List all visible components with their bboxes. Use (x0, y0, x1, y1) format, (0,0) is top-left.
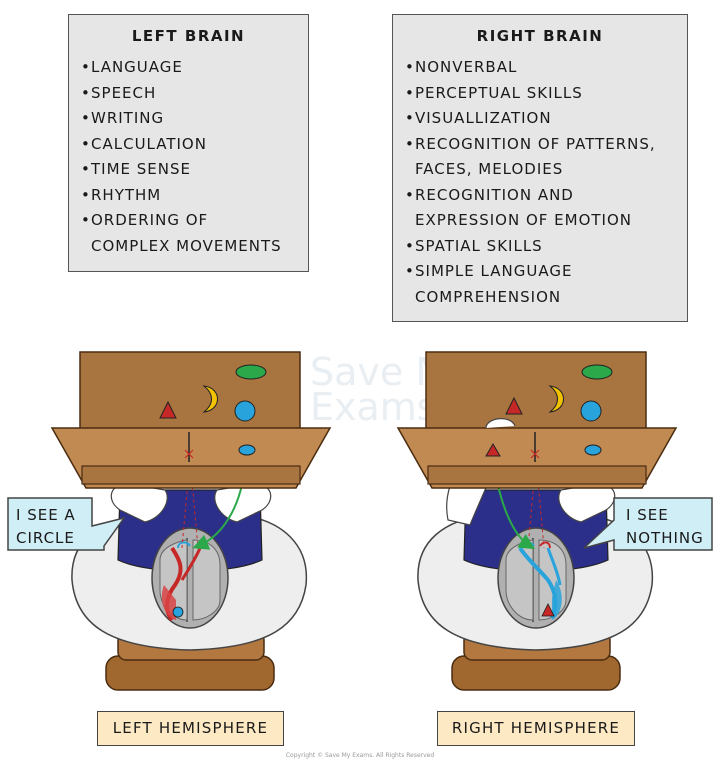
left-brain-title: LEFT BRAIN (131, 27, 246, 45)
right-hand (214, 483, 272, 523)
right-bubble-line2: NOTHING (626, 529, 704, 547)
right-screen-board (425, 351, 647, 433)
left-hemisphere-label: LEFT HEMISPHERE (97, 711, 284, 746)
brain-triangle-icon (541, 603, 555, 617)
list-item: SPATIAL SKILLS (405, 234, 687, 260)
list-item: LANGUAGE (81, 55, 308, 81)
list-item: VISUALLIZATION (405, 106, 687, 132)
list-item: RECOGNITION OF PATTERNS, (405, 132, 687, 158)
list-item: SIMPLE LANGUAGE (405, 259, 687, 285)
left-hand (110, 483, 168, 523)
moon-shape (202, 385, 218, 413)
left-bubble-line1: I SEE A (16, 506, 76, 524)
table-triangle-shape (485, 443, 501, 457)
list-item: ORDERING OF (81, 208, 308, 234)
list-item: SPEECH (81, 81, 308, 107)
list-item-continued: COMPREHENSION (415, 287, 562, 306)
right-brain-title: RIGHT BRAIN (476, 27, 604, 45)
list-item: RECOGNITION AND (405, 183, 687, 209)
list-item-continued: FACES, MELODIES (415, 160, 564, 178)
blue-circle-shape (234, 400, 256, 422)
split-brain-illustration: Save My Exams (7, 350, 713, 691)
left-speech-bubble: I SEE A CIRCLE (7, 497, 126, 551)
moon-shape (548, 385, 564, 413)
right-scene (396, 351, 678, 691)
list-item: NONVERBAL (405, 55, 687, 81)
list-item: WRITING (81, 106, 308, 132)
brain-circle-icon (172, 606, 184, 618)
svg-text:Exams: Exams (310, 385, 437, 429)
triangle-shape (505, 396, 523, 415)
green-oval-shape (581, 364, 613, 380)
left-chair (105, 655, 275, 691)
left-brain-panel: LEFT BRAIN LANGUAGE SPEECH WRITING CALCU… (68, 14, 309, 272)
table-circle-shape (584, 444, 602, 456)
right-hemisphere-label: RIGHT HEMISPHERE (437, 711, 635, 746)
list-item: PERCEPTUAL SKILLS (405, 81, 687, 107)
right-speech-bubble: I SEE NOTHING (583, 497, 713, 551)
green-oval-shape (235, 364, 267, 380)
list-item-continued: COMPLEX MOVEMENTS (91, 236, 282, 255)
right-chair (451, 655, 621, 691)
left-screen-board (79, 351, 301, 433)
right-bubble-line1: I SEE (626, 506, 669, 524)
left-brain-list: LANGUAGE SPEECH WRITING CALCULATION TIME… (81, 55, 308, 259)
list-item: CALCULATION (81, 132, 308, 158)
right-brain-list: NONVERBAL PERCEPTUAL SKILLS VISUALLIZATI… (405, 55, 687, 310)
table-circle-shape (238, 444, 256, 456)
list-item: TIME SENSE (81, 157, 308, 183)
copyright-footer: Copyright © Save My Exams. All Rights Re… (285, 752, 435, 759)
triangle-shape (159, 400, 177, 419)
blue-circle-shape (580, 400, 602, 422)
list-item: RHYTHM (81, 183, 308, 209)
left-scene (50, 351, 332, 691)
left-bubble-line2: CIRCLE (16, 529, 75, 547)
list-item-continued: EXPRESSION OF EMOTION (415, 211, 633, 229)
right-brain-panel: RIGHT BRAIN NONVERBAL PERCEPTUAL SKILLS … (392, 14, 688, 322)
